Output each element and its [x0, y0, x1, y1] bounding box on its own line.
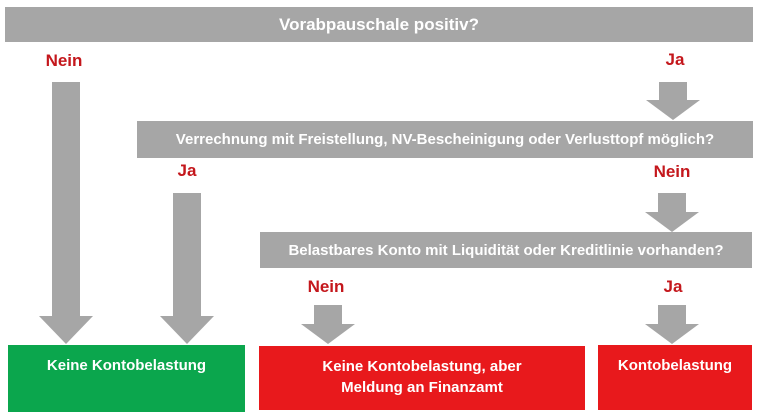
- arrow-shaft: [173, 193, 201, 316]
- arrow-shaft: [658, 193, 686, 212]
- arrow-down-icon-q2-nein: [645, 193, 699, 232]
- outcome-line-1: Keine Kontobelastung, aber: [322, 358, 522, 375]
- branch-label-q1-ja: Ja: [665, 50, 685, 69]
- arrow-shaft: [52, 82, 80, 316]
- arrow-down-icon-q1-nein: [39, 82, 93, 344]
- arrow-down-icon-q1-ja: [646, 82, 700, 120]
- arrow-shaft: [658, 305, 686, 324]
- arrow-head: [160, 316, 214, 344]
- arrow-head: [646, 100, 700, 120]
- question-bar-2: Verrechnung mit Freistellung, NV-Beschei…: [137, 121, 753, 158]
- question-bar-3: Belastbares Konto mit Liquidität oder Kr…: [260, 232, 752, 268]
- branch-label-q3-nein: Nein: [307, 277, 345, 296]
- question-bar-1: Vorabpauschale positiv?: [5, 7, 753, 42]
- outcome-line-2: Meldung an Finanzamt: [341, 379, 503, 396]
- arrow-head: [301, 324, 355, 344]
- branch-label-q2-nein: Nein: [653, 162, 691, 181]
- branch-label-q2-ja: Ja: [177, 161, 197, 180]
- branch-label-q1-nein: Nein: [45, 51, 83, 70]
- arrow-down-icon-q3-ja: [645, 305, 699, 344]
- branch-label-q3-ja: Ja: [663, 277, 683, 296]
- arrow-head: [645, 324, 699, 344]
- outcome-box-kontobelastung: Kontobelastung: [598, 345, 752, 410]
- arrow-shaft: [314, 305, 342, 324]
- arrow-head: [39, 316, 93, 344]
- arrow-head: [645, 212, 699, 232]
- arrow-shaft: [659, 82, 687, 100]
- arrow-down-icon-q3-nein: [301, 305, 355, 344]
- outcome-box-meldung-finanzamt: Keine Kontobelastung, aber Meldung an Fi…: [259, 346, 585, 410]
- arrow-down-icon-q2-ja: [160, 193, 214, 344]
- outcome-box-keine-kontobelastung: Keine Kontobelastung: [8, 345, 245, 412]
